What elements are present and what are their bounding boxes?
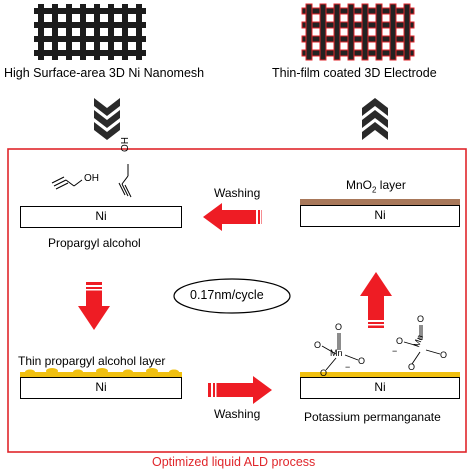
propargyl-molecule-right: [118, 164, 132, 198]
thin-layer-label: Thin propargyl alcohol layer: [18, 354, 166, 368]
coated-electrode-image: [301, 3, 415, 61]
electrode-caption: Thin-film coated 3D Electrode: [272, 66, 437, 80]
gold-coating-permanganate: [300, 372, 460, 377]
process-frame: [7, 148, 467, 453]
propargyl-alcohol-label: Propargyl alcohol: [48, 236, 141, 250]
mn-label-left: Mn: [330, 348, 343, 358]
o-label-right-top: O: [417, 314, 425, 324]
arrow-washing-right: [208, 376, 272, 404]
mno2-layer-label: MnO2 layer: [346, 178, 406, 194]
rate-label: 0.17nm/cycle: [190, 288, 264, 302]
o-label-right-bottom: O: [408, 362, 416, 372]
up-chevron-arrows: [362, 98, 388, 140]
arrow-down-left: [78, 282, 110, 330]
o-label-left-bottom: O: [320, 368, 328, 378]
arrow-washing-left: [203, 203, 262, 231]
o-label-left-side: O: [314, 340, 322, 350]
minus-label-right: −: [392, 346, 398, 356]
propargyl-molecule-left: [51, 176, 83, 190]
mno2-label-tail: layer: [376, 178, 406, 192]
rate-ellipse: [173, 278, 291, 314]
washing-label-top: Washing: [214, 186, 261, 200]
ni-plate-mno2: Ni: [300, 205, 460, 227]
mno2-label-sub: 2: [372, 185, 377, 195]
ni-nanomesh-image: [34, 4, 146, 60]
potassium-permanganate-label: Potassium permanganate: [304, 410, 441, 424]
ni-plate-propargyl: Ni: [20, 206, 182, 228]
frame-label: Optimized liquid ALD process: [152, 455, 316, 469]
permanganate-ion-right: [403, 325, 441, 365]
o-label-left-right: O: [358, 356, 366, 366]
mno2-layer-bar: [300, 199, 460, 205]
nanomesh-caption: High Surface-area 3D Ni Nanomesh: [4, 66, 205, 80]
mno2-label-main: MnO: [346, 178, 373, 192]
o-label-left-top: O: [335, 322, 343, 332]
arrow-up-right: [360, 272, 392, 328]
gold-coating-bumps: [25, 368, 179, 375]
oh-label-right: OH: [120, 137, 131, 152]
gold-coating-thin-layer: [20, 372, 182, 377]
permanganate-ion-left: [321, 333, 359, 371]
o-label-right-right: O: [440, 350, 448, 360]
ni-plate-thin-layer: Ni: [20, 377, 182, 399]
down-chevron-arrows: [94, 98, 120, 140]
o-label-right-side: O: [396, 336, 404, 346]
washing-label-bottom: Washing: [214, 407, 261, 421]
ni-plate-permanganate: Ni: [300, 377, 460, 399]
oh-label-left: OH: [84, 173, 99, 184]
minus-label-left: −: [345, 362, 351, 372]
